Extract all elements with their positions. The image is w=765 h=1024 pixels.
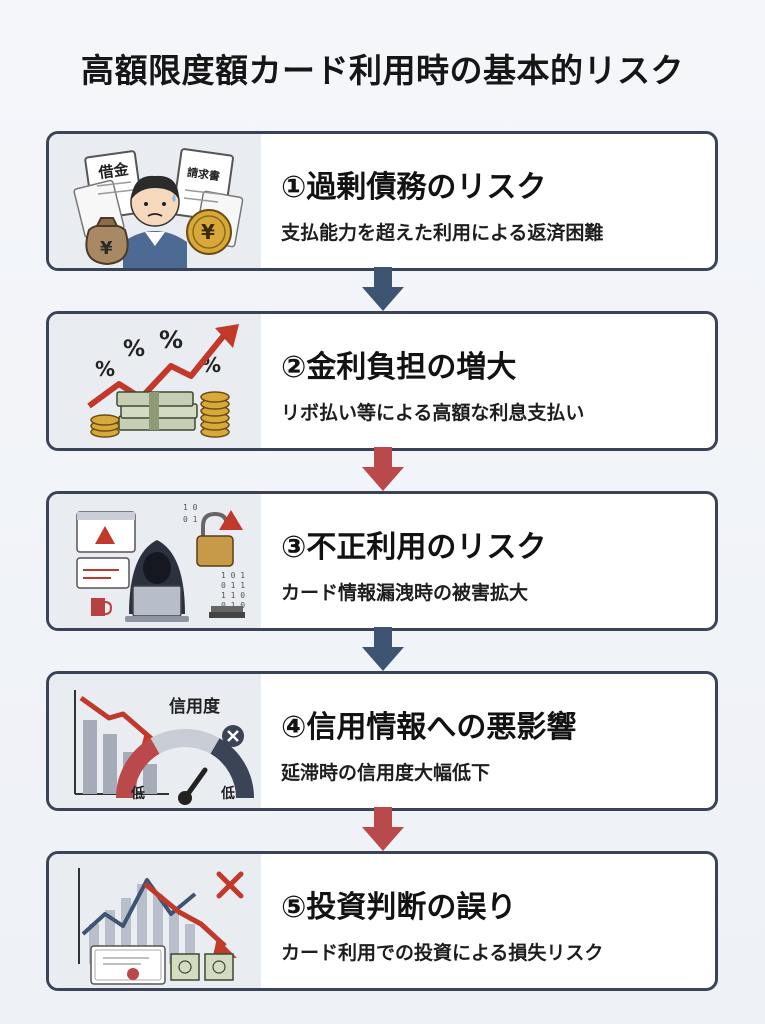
gauge-low-label: 低 [220, 785, 235, 802]
percent-symbol: % [123, 337, 145, 362]
down-arrow-icon [362, 267, 404, 311]
risk-description: リボ払い等による高額な利息支払い [281, 402, 585, 424]
svg-text:1 1 0: 1 1 0 [221, 591, 245, 600]
risk-card-1: 借金 請求書 ¥ ¥ ①過剰債務のリスク 支払能力を超えた利用による返済困難 [46, 131, 718, 271]
risk-heading: ③不正利用のリスク [281, 530, 547, 565]
investment-loss-chart-icon [49, 854, 261, 988]
svg-text:1 0: 1 0 [183, 503, 198, 512]
svg-text:0 1 0: 0 1 0 [221, 601, 245, 610]
risk-heading: ①過剰債務のリスク [281, 170, 547, 205]
percent-symbol: % [95, 357, 115, 381]
page-title: 高額限度額カード利用時の基本的リスク [81, 51, 684, 90]
credit-score-label: 信用度 [169, 696, 221, 717]
risk-description: 延滞時の信用度大幅低下 [281, 762, 491, 784]
svg-text:0 1: 0 1 [183, 515, 198, 524]
risk-heading: ②金利負担の増大 [281, 350, 517, 385]
interest-rising-chart-icon: % % % % [49, 314, 261, 448]
doc-label-loan: 借金 [96, 160, 130, 182]
svg-text:1 0 1: 1 0 1 [221, 571, 245, 580]
risk-card-4: 信用度 低 低 ④信用情報への悪影響 延滞時の信用度大幅低下 [46, 671, 718, 811]
risk-card-5: ⑤投資判断の誤り カード利用での投資による損失リスク [46, 851, 718, 991]
risk-card-2: % % % % [46, 311, 718, 451]
doc-label-bill: 請求書 [186, 165, 221, 183]
risk-description: カード利用での投資による損失リスク [281, 942, 604, 964]
credit-gauge-icon: 信用度 低 低 [49, 674, 261, 808]
yen-symbol-coin: ¥ [201, 220, 215, 244]
risk-heading: ⑤投資判断の誤り [281, 890, 517, 925]
risk-heading: ④信用情報への悪影響 [281, 710, 577, 745]
down-arrow-icon [362, 807, 404, 851]
yen-symbol-bag: ¥ [100, 238, 113, 259]
gauge-low-label: 低 [130, 785, 145, 802]
risk-description: カード情報漏洩時の被害拡大 [281, 582, 529, 604]
down-arrow-icon [362, 627, 404, 671]
debt-worried-person-icon: 借金 請求書 ¥ ¥ [49, 134, 261, 268]
down-arrow-icon [362, 447, 404, 491]
percent-symbol: % [159, 326, 183, 354]
svg-text:0 1 1: 0 1 1 [221, 581, 245, 590]
risk-description: 支払能力を超えた利用による返済困難 [281, 222, 604, 244]
